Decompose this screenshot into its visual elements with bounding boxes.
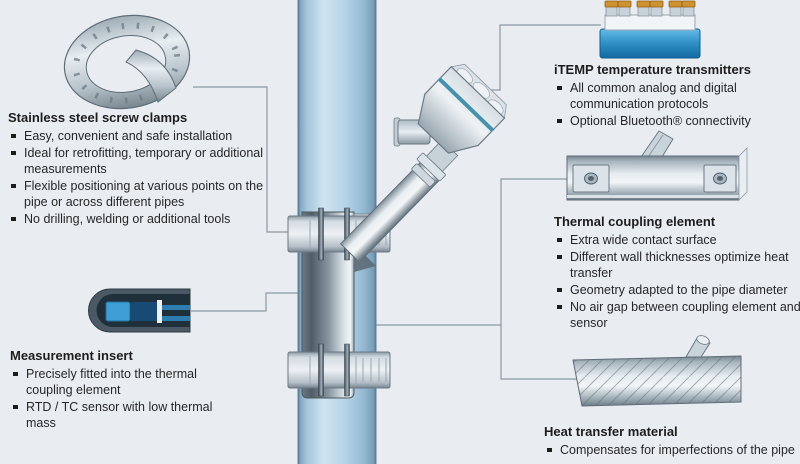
bullet-item: Geometry adapted to the pipe diameter [554, 282, 800, 298]
clamp-bolt [318, 207, 324, 261]
coupling-element-illustration [566, 130, 748, 201]
bullet-item: Precisely fitted into the thermal coupli… [10, 366, 235, 398]
clamp-band-end [125, 49, 177, 103]
connector-screw-clamps [193, 86, 290, 233]
callout-title: Measurement insert [10, 348, 133, 363]
bullet-item: No drilling, welding or additional tools [8, 211, 276, 227]
callout-thermal-coupling: Thermal coupling element Extra wide cont… [554, 214, 800, 332]
bullet-item: Ideal for retrofitting, temporary or add… [8, 145, 276, 177]
callout-title: Thermal coupling element [554, 214, 716, 229]
pipe-clamp-bottom [287, 343, 391, 397]
bullet-item: Compensates for imperfections of the pip… [544, 442, 800, 458]
bullet-item: RTD / TC sensor with low thermal mass [10, 399, 235, 431]
callout-measurement-insert: Measurement insert Precisely fitted into… [10, 348, 235, 432]
clamp-bolt [344, 207, 350, 261]
screw-clamp-illustration [63, 14, 191, 110]
head-teal-band [437, 77, 495, 133]
heat-transfer-illustration [572, 335, 742, 407]
bullet-item: Extra wide contact surface [554, 232, 800, 248]
callout-screw-clamps: Stainless steel screw clamps Easy, conve… [8, 110, 276, 228]
callout-itemp-transmitters: iTEMP temperature transmitters All commo… [554, 62, 799, 130]
callout-title: Heat transfer material [544, 424, 678, 439]
callout-heat-transfer: Heat transfer material Compensates for i… [544, 424, 800, 459]
connection-head [417, 63, 507, 154]
clamp-bolt [318, 343, 324, 397]
callout-title: Stainless steel screw clamps [8, 110, 188, 125]
bullet-item: Optional Bluetooth® connectivity [554, 113, 799, 129]
bullet-item: No air gap between coupling element and … [554, 299, 800, 331]
connector-coupling-and-heat [500, 178, 578, 380]
sensor-block [131, 302, 157, 321]
clamp-bolt [344, 343, 350, 397]
bullet-item: Easy, convenient and safe installation [8, 128, 276, 144]
coupling-end-fold [738, 147, 748, 201]
insert-seal [157, 300, 162, 323]
callout-bullets: Easy, convenient and safe installation I… [8, 128, 276, 227]
callout-bullets: All common analog and digital communicat… [554, 80, 799, 129]
bullet-item: Flexible positioning at various points o… [8, 178, 276, 210]
insert-wire [162, 316, 190, 321]
bullet-item: All common analog and digital communicat… [554, 80, 799, 112]
bullet-item: Different wall thicknesses optimize heat… [554, 249, 800, 281]
terminal-screws [604, 0, 696, 17]
callout-title: iTEMP temperature transmitters [554, 62, 751, 77]
callout-bullets: Compensates for imperfections of the pip… [544, 442, 800, 458]
insert-wire [162, 305, 190, 310]
sensor-chip [105, 301, 131, 322]
callout-bullets: Precisely fitted into the thermal coupli… [10, 366, 235, 431]
sensor-assembly [287, 63, 507, 399]
measurement-insert-illustration [88, 288, 191, 333]
transmitter-illustration [599, 0, 701, 59]
callout-bullets: Extra wide contact surface Different wal… [554, 232, 800, 331]
